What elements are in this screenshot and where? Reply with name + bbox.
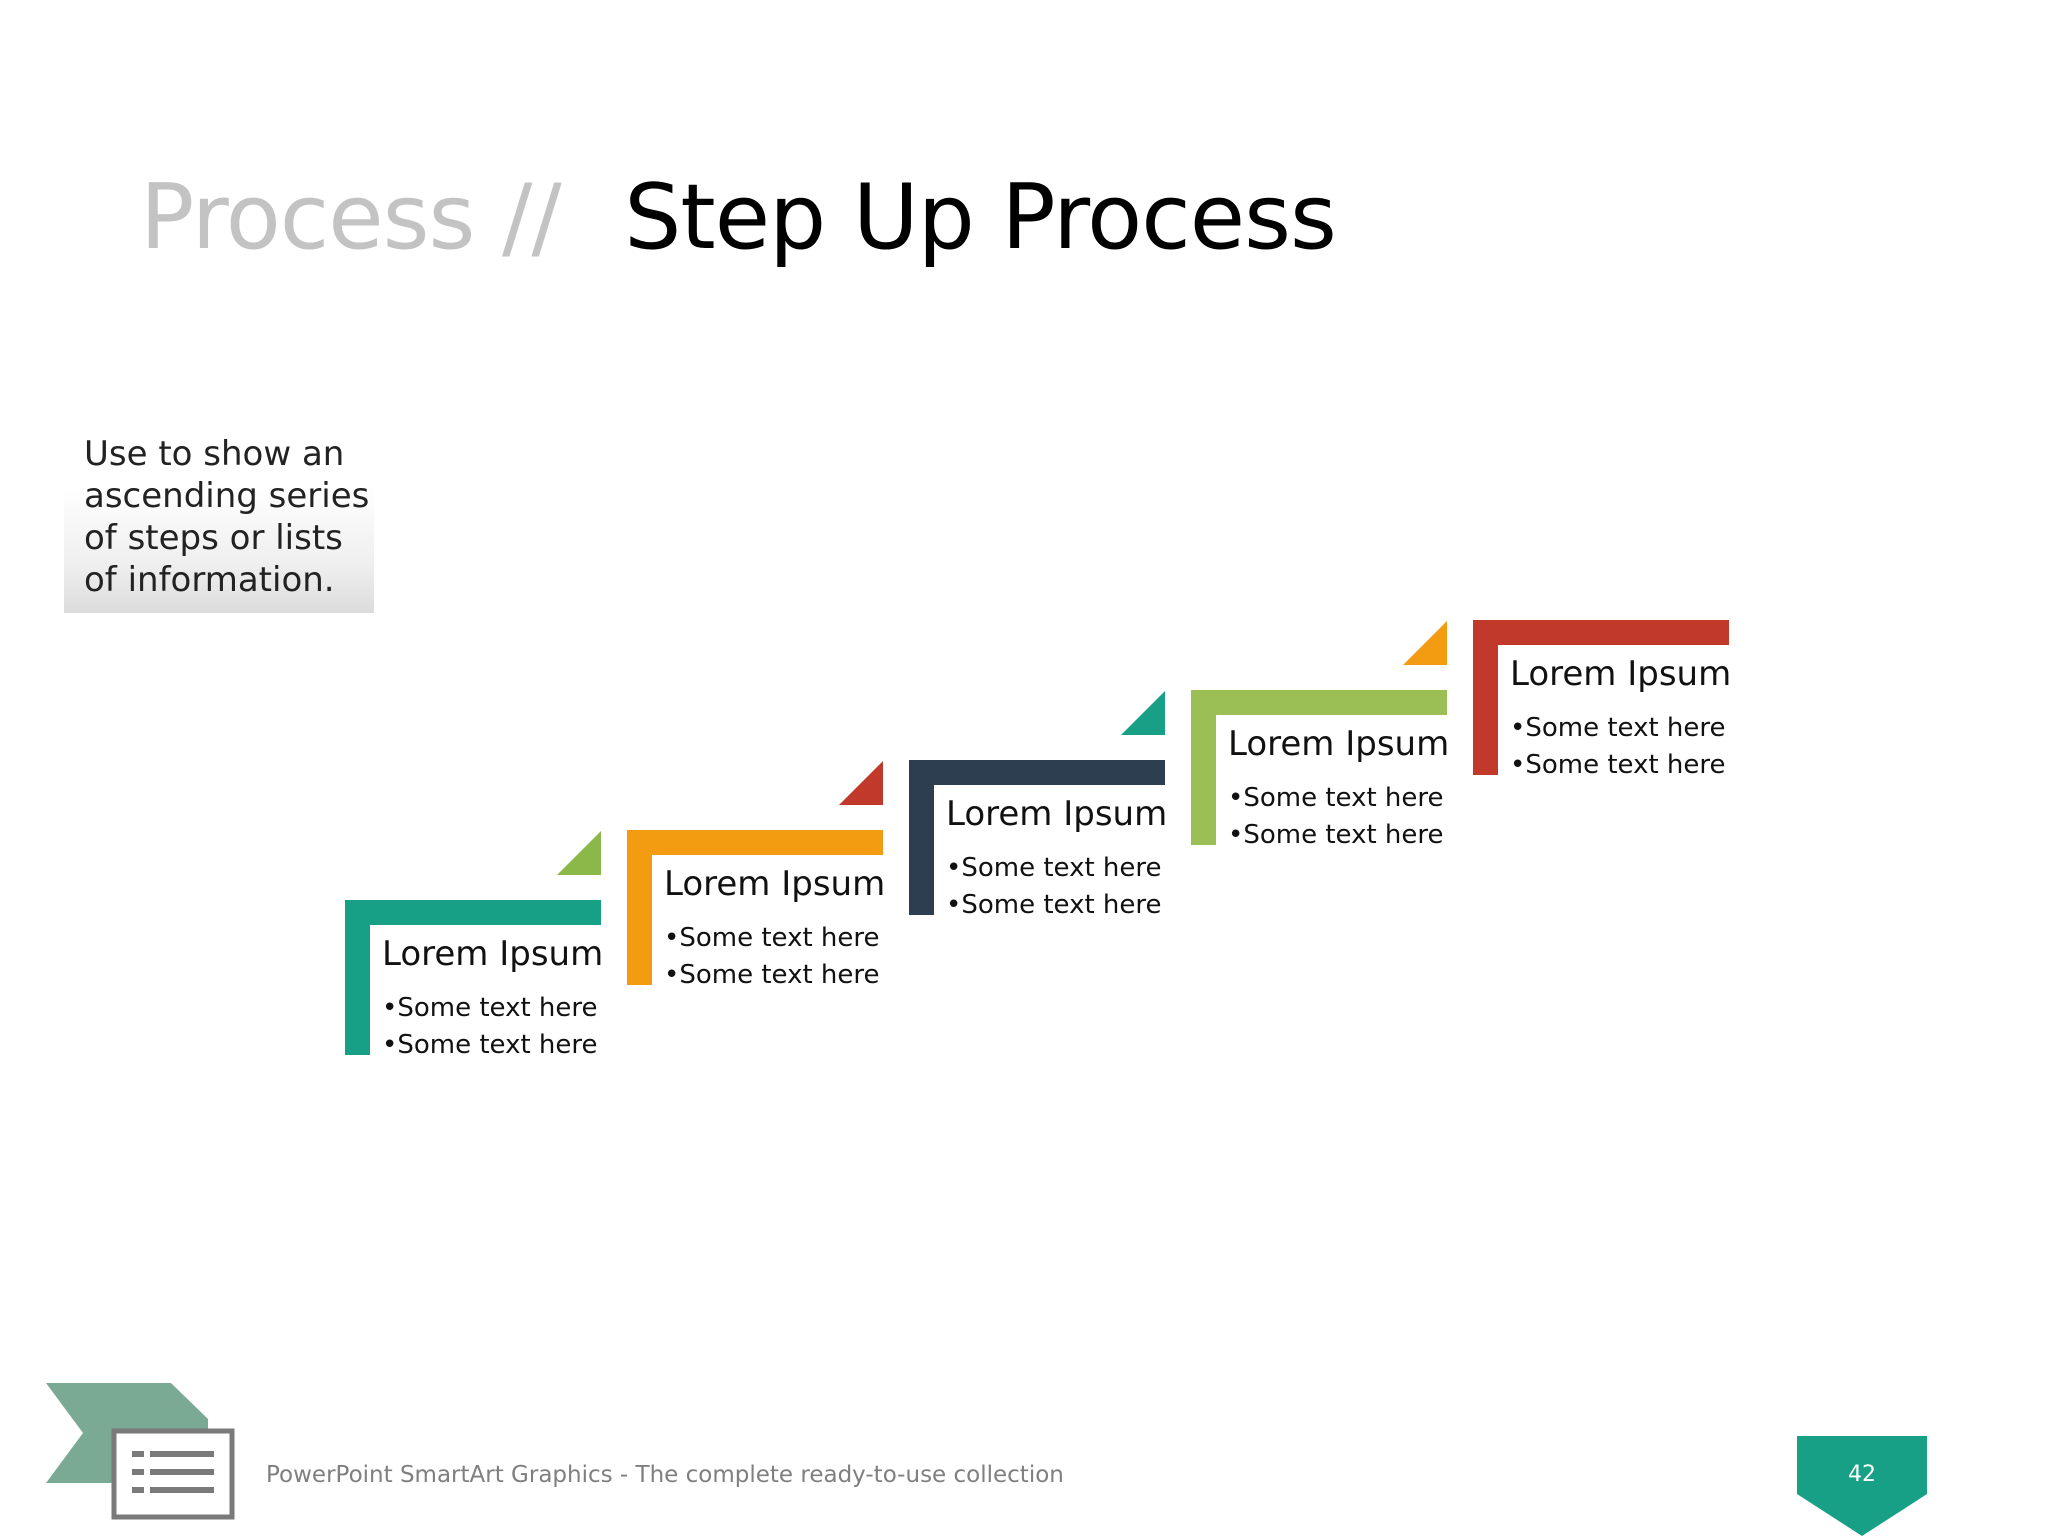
step-1-top-bar <box>345 900 601 925</box>
step-4-accent-triangle <box>1403 621 1447 665</box>
step-2-accent-triangle <box>839 761 883 805</box>
page-number-badge <box>1797 1436 1927 1536</box>
step-5: Lorem Ipsum •Some text here •Some text h… <box>1473 620 1732 780</box>
step-1-bullet-1: •Some text here <box>382 993 598 1023</box>
step-2-top-bar <box>627 830 883 855</box>
step-4-bullet-1: •Some text here <box>1228 783 1444 813</box>
step-1-accent-triangle <box>557 831 601 875</box>
slide-title: Process // Step Up Process <box>140 163 1337 273</box>
step-3-bullet-2: •Some text here <box>946 890 1162 920</box>
description-line: of steps or lists <box>84 518 343 558</box>
step-1: Lorem Ipsum •Some text here •Some text h… <box>345 900 604 1060</box>
step-4-bullet-2: •Some text here <box>1228 820 1444 850</box>
footer-list-icon <box>46 1383 236 1523</box>
title-separator: // <box>502 165 562 270</box>
step-1-bullet-2: •Some text here <box>382 1030 598 1060</box>
step-5-left-bar <box>1473 620 1498 775</box>
step-1-left-bar <box>345 900 370 1055</box>
description-line: Use to show an <box>84 434 345 474</box>
step-3-heading: Lorem Ipsum <box>946 794 1168 834</box>
description-line: of information. <box>84 560 335 600</box>
step-1-heading: Lorem Ipsum <box>382 934 604 974</box>
step-3-accent-triangle <box>1121 691 1165 735</box>
step-3-left-bar <box>909 760 934 915</box>
step-3-bullet-1: •Some text here <box>946 853 1162 883</box>
step-5-bullet-1: •Some text here <box>1510 713 1726 743</box>
step-4-heading: Lorem Ipsum <box>1228 724 1450 764</box>
title-main: Step Up Process <box>624 165 1337 270</box>
step-2: Lorem Ipsum •Some text here •Some text h… <box>627 830 886 990</box>
step-3: Lorem Ipsum •Some text here •Some text h… <box>909 760 1168 920</box>
step-2-bullet-1: •Some text here <box>664 923 880 953</box>
step-4-left-bar <box>1191 690 1216 845</box>
step-5-bullet-2: •Some text here <box>1510 750 1726 780</box>
step-4: Lorem Ipsum •Some text here •Some text h… <box>1191 690 1450 850</box>
step-5-heading: Lorem Ipsum <box>1510 654 1732 694</box>
title-prefix: Process <box>140 165 475 270</box>
description-box: Use to show an ascending series of steps… <box>64 433 374 613</box>
step-2-heading: Lorem Ipsum <box>664 864 886 904</box>
step-2-left-bar <box>627 830 652 985</box>
step-5-top-bar <box>1473 620 1729 645</box>
step-3-top-bar <box>909 760 1165 785</box>
footer-caption: PowerPoint SmartArt Graphics - The compl… <box>266 1462 1064 1488</box>
step-2-bullet-2: •Some text here <box>664 960 880 990</box>
page-number: 42 <box>1848 1462 1876 1487</box>
description-line: ascending series <box>84 476 370 516</box>
step-4-top-bar <box>1191 690 1447 715</box>
